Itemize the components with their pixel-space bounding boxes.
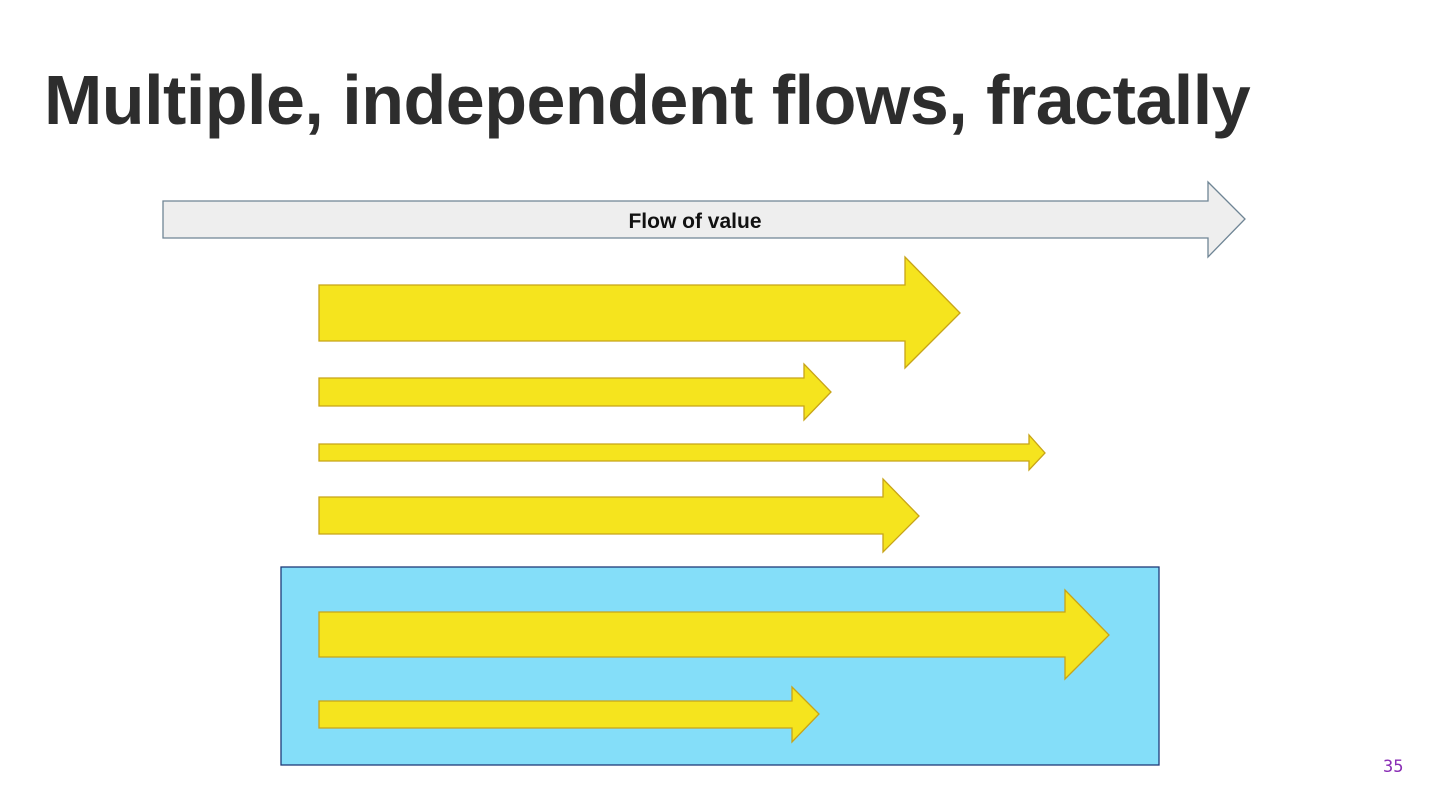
page-number: 35 (1383, 757, 1404, 777)
flow-arrow (318, 685, 820, 744)
flow-of-value-label: Flow of value (628, 210, 761, 233)
flow-of-value-arrow (162, 180, 1246, 259)
slide-title: Multiple, independent flows, fractally (44, 61, 1251, 139)
flow-arrow (318, 362, 832, 422)
flow-arrow (318, 433, 1046, 472)
nested-flows-box (280, 566, 1160, 766)
flow-arrow (318, 255, 961, 370)
flow-arrow (318, 588, 1110, 681)
flow-arrow (318, 477, 920, 554)
